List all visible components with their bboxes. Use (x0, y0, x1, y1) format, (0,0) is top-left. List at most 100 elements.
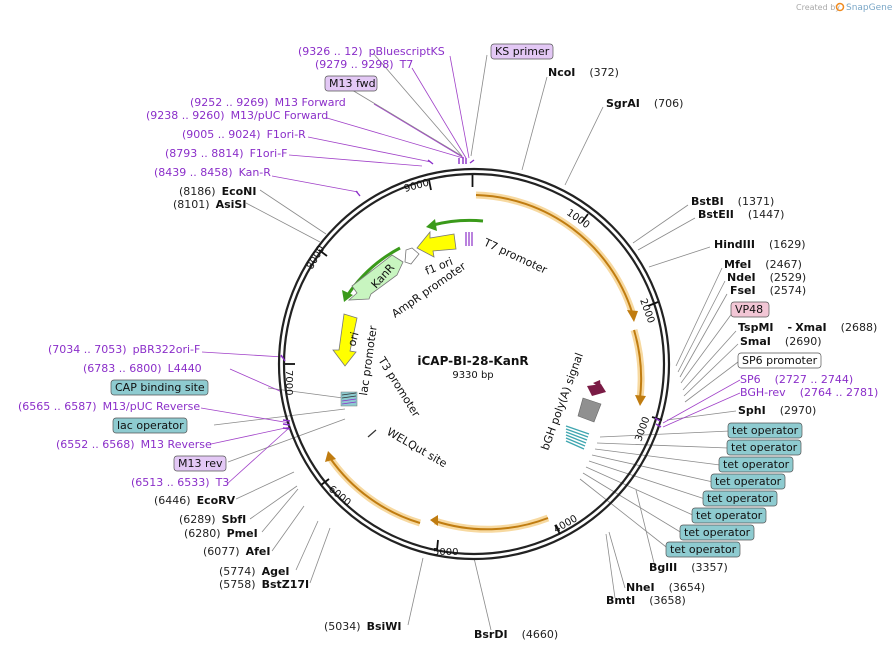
primer-bghrev-name: BGH-rev (740, 386, 786, 399)
green-arrow-1 (432, 218, 484, 227)
enzyme-sgrai-name: SgrAI (606, 97, 640, 110)
svg-text:tet operator: tet operator (707, 492, 774, 505)
tag-tet-operator-8: tet operator (665, 541, 741, 558)
enzyme-econi-pos: (8186) (179, 185, 216, 198)
svg-text:SmaI(2690): SmaI(2690) (740, 335, 821, 348)
primer-kanr-name: Kan-R (239, 166, 272, 179)
leader-tet-8 (579, 478, 671, 551)
enzyme-hindiii-name: HindIII (714, 238, 755, 251)
svg-text:M13 rev: M13 rev (178, 457, 223, 470)
enzyme-bstbi-name: BstBI (691, 195, 724, 208)
enzyme-bsrdi-name: BsrDI (474, 628, 508, 641)
primer-kanr-range: (8439 .. 8458) (154, 166, 233, 179)
svg-text:VP48: VP48 (735, 303, 763, 316)
svg-text:(9279 .. 9298)T7: (9279 .. 9298)T7 (315, 58, 413, 71)
svg-text:M13 fwd: M13 fwd (329, 77, 376, 90)
backbone-inner-ring (282, 172, 666, 556)
leader-bstz17i (309, 527, 331, 584)
enzyme-bstz17i-name: BstZ17I (262, 578, 310, 591)
svg-text:tet operator: tet operator (684, 526, 751, 539)
svg-text:tet operator: tet operator (723, 458, 790, 471)
tag-tet-operator-2: tet operator (726, 439, 802, 456)
green-arrow-1-head (426, 219, 437, 231)
primer-pbr322-range: (7034 .. 7053) (48, 343, 127, 356)
primer-t7-name: T7 (399, 58, 414, 71)
enzyme-tspmi-sep: - (788, 321, 792, 334)
svg-text:tet operator: tet operator (732, 424, 799, 437)
enzyme-ndei-name: NdeI (727, 271, 756, 284)
primer-m13forward-range: (9252 .. 9269) (190, 96, 269, 109)
enzyme-fsei-name: FseI (730, 284, 756, 297)
svg-text:SP6 promoter: SP6 promoter (742, 354, 818, 367)
orf-3 (434, 517, 549, 531)
enzyme-afei-pos: (6077) (203, 545, 240, 558)
svg-text:(6513 .. 6533)T3: (6513 .. 6533)T3 (131, 476, 229, 489)
svg-text:MfeI(2467): MfeI(2467) (724, 258, 802, 271)
tag-tet-operator-7: tet operator (679, 524, 755, 541)
primer-f1orir-range: (9005 .. 9024) (182, 128, 261, 141)
enzyme-bglii-pos: (3357) (691, 561, 728, 574)
enzyme-ecorv-name: EcoRV (197, 494, 236, 507)
primer-m13pucfwd-name: M13/pUC Forward (231, 109, 329, 122)
left-labels: (7034 .. 7053)pBR322ori-F (6783 .. 6800)… (18, 343, 229, 489)
primer-t3-name: T3 (215, 476, 230, 489)
welqut-marker (367, 429, 377, 438)
leader-ndei (677, 280, 726, 373)
t3-promoter-label: T3 promoter (375, 354, 423, 420)
lac-operator-marker (340, 391, 358, 407)
t7-promoter-marker (465, 232, 473, 246)
primer-ticks (280, 158, 662, 430)
svg-text:(6783 .. 6800)L4440: (6783 .. 6800)L4440 (83, 362, 202, 375)
leader-tet-4 (591, 454, 714, 483)
leader-tet-6 (585, 466, 696, 517)
primer-f1orif-name: F1ori-F (250, 147, 288, 160)
leader-bstbi (632, 204, 689, 244)
svg-text:TspMI-XmaI(2688): TspMI-XmaI(2688) (738, 321, 877, 334)
orf-1 (475, 194, 633, 313)
enzyme-sphi-pos: (2970) (780, 404, 817, 417)
leader-sbfi (249, 485, 298, 520)
enzyme-pmei-pos: (6280) (184, 527, 221, 540)
leader-nhei (608, 531, 626, 589)
svg-text:(6280)PmeI: (6280)PmeI (184, 527, 258, 540)
svg-text:tet operator: tet operator (670, 543, 737, 556)
enzyme-nhei-pos: (3654) (669, 581, 706, 594)
leader-ncoi (521, 76, 548, 171)
green-arrows (342, 218, 484, 302)
enzyme-afei-name: AfeI (246, 545, 271, 558)
leader-tspmi (682, 330, 737, 391)
svg-text:HindIII(1629): HindIII (1629) (714, 238, 806, 251)
top-labels: (9326 .. 12)pBluescriptKS (9279 .. 9298)… (146, 45, 683, 211)
enzyme-smai-name: SmaI (740, 335, 771, 348)
svg-text:(9005 .. 9024)F1ori-R: (9005 .. 9024)F1ori-R (182, 128, 306, 141)
leader-cap (267, 387, 344, 399)
enzyme-xmai-name: XmaI (795, 321, 826, 334)
svg-text:SphI(2970): SphI(2970) (738, 404, 816, 417)
f1-ori-arrow (416, 230, 457, 258)
ori-arrow (332, 313, 358, 367)
enzyme-nhei-name: NheI (626, 581, 655, 594)
enzyme-hindiii-pos: (1629) (769, 238, 806, 251)
enzyme-bmti-name: BmtI (606, 594, 635, 607)
leader-sphi (666, 410, 737, 421)
leader-tet-3 (594, 448, 721, 466)
tick-marks (285, 175, 663, 551)
enzyme-tspmi-name: TspMI (738, 321, 774, 334)
enzyme-bsiwi-pos: (5034) (324, 620, 361, 633)
tag-sp6-promoter: SP6 promoter (737, 352, 822, 369)
svg-text:(5758)BstZ17I: (5758) BstZ17I (219, 578, 309, 591)
svg-text:FseI(2574): FseI(2574) (730, 284, 806, 297)
enzyme-bsteii-name: BstEII (698, 208, 734, 221)
leader-ks-primer-r (470, 54, 488, 157)
enzyme-bstz17i-pos: (5758) (219, 578, 256, 591)
orf-arrows (325, 191, 646, 533)
svg-text:tet operator: tet operator (696, 509, 763, 522)
svg-text:(9252 .. 9269)M13 Forward: (9252 .. 9269)M13 Forward (190, 96, 346, 109)
svg-text:BstBI(1371): BstBI(1371) (691, 195, 774, 208)
svg-text:(9238 .. 9260)M13/pUC Forward: (9238 .. 9260)M13/pUC Forward (146, 109, 328, 122)
primer-m13pucrev-name: M13/pUC Reverse (103, 400, 201, 413)
features (280, 158, 662, 450)
plasmid-length: 9330 bp (452, 370, 493, 381)
tag-vp48: VP48 (730, 301, 770, 318)
